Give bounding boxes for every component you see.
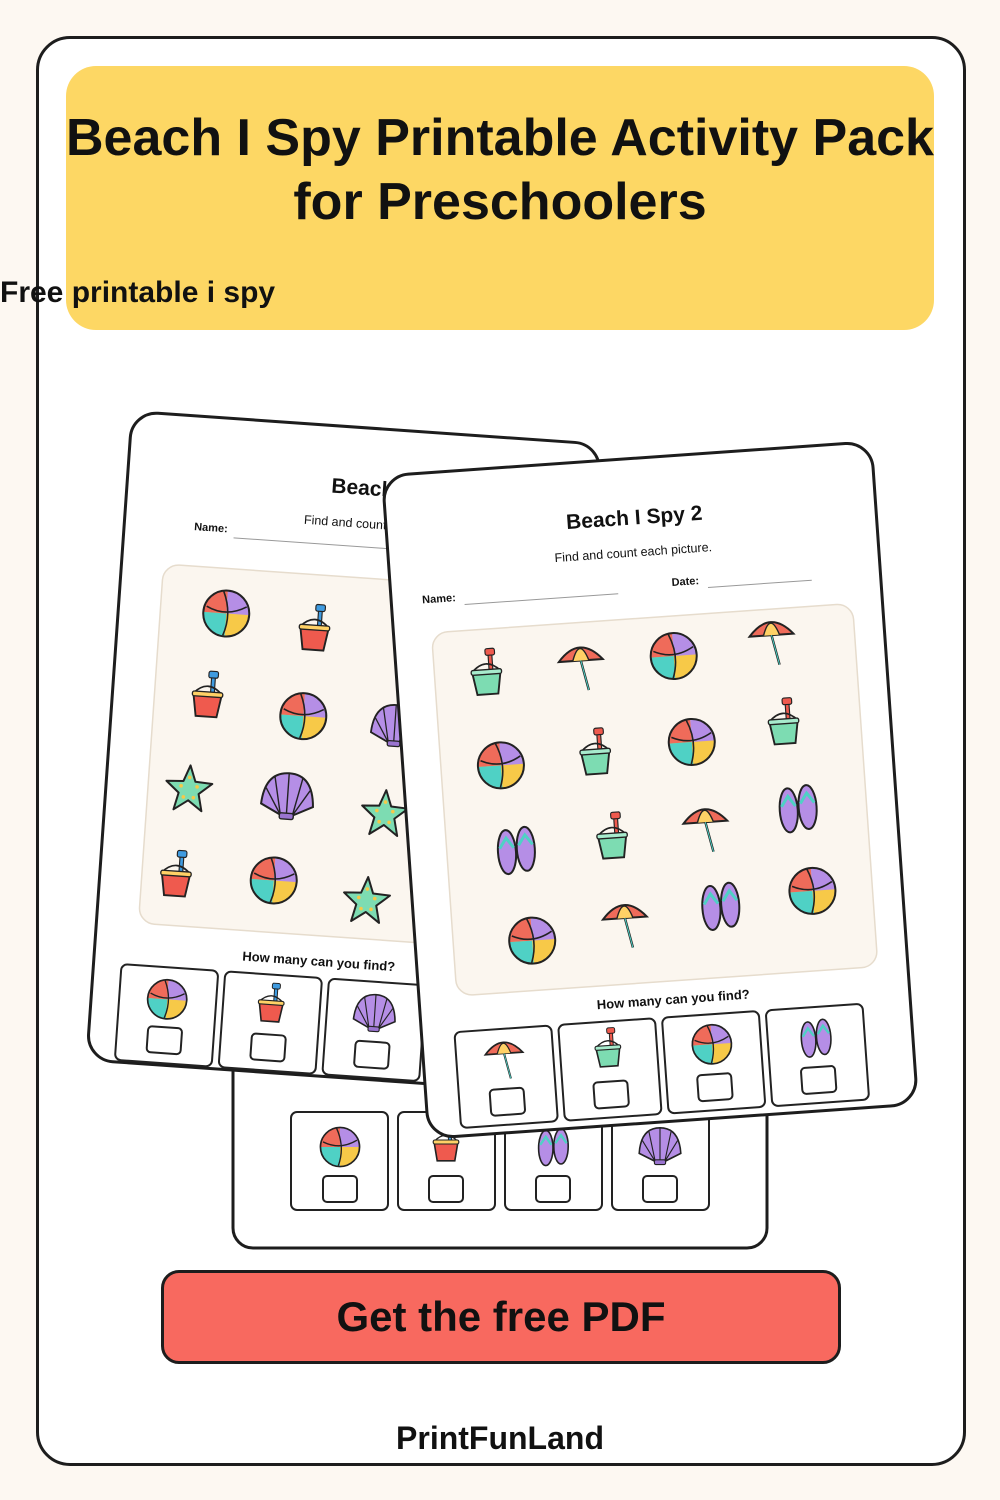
count-box-bottom-4 (611, 1111, 710, 1211)
page-title: Beach I Spy Printable Activity Pack for … (66, 109, 934, 231)
title-banner: Beach I Spy Printable Activity Pack for … (66, 66, 934, 330)
brand-name: PrintFunLand (396, 1420, 604, 1456)
count-box-front-1 (453, 1024, 559, 1129)
worksheet-front-date-label: Date: (671, 575, 699, 589)
worksheet-back-instructions: Find and count (303, 513, 387, 533)
picture-grid-front (431, 603, 878, 996)
worksheet-front: Beach I Spy 2 Find and count each pictur… (382, 441, 918, 1139)
count-box-front-4 (765, 1003, 870, 1107)
page-subtitle: Free printable i spy (0, 276, 276, 309)
count-box-front-2 (557, 1017, 663, 1122)
beach-ball-icon (319, 1126, 361, 1168)
worksheet-back-name-label: Name: (194, 521, 228, 535)
get-free-pdf-button[interactable]: Get the free PDF (161, 1270, 841, 1364)
count-box-back-1 (114, 963, 219, 1068)
count-box-back-2 (217, 970, 323, 1075)
count-box-back-3 (321, 977, 427, 1082)
worksheet-front-name-label: Name: (422, 592, 456, 606)
count-box-front-3 (661, 1010, 766, 1115)
count-box-bottom-1 (290, 1111, 389, 1211)
count-box-bottom-3 (504, 1111, 603, 1211)
